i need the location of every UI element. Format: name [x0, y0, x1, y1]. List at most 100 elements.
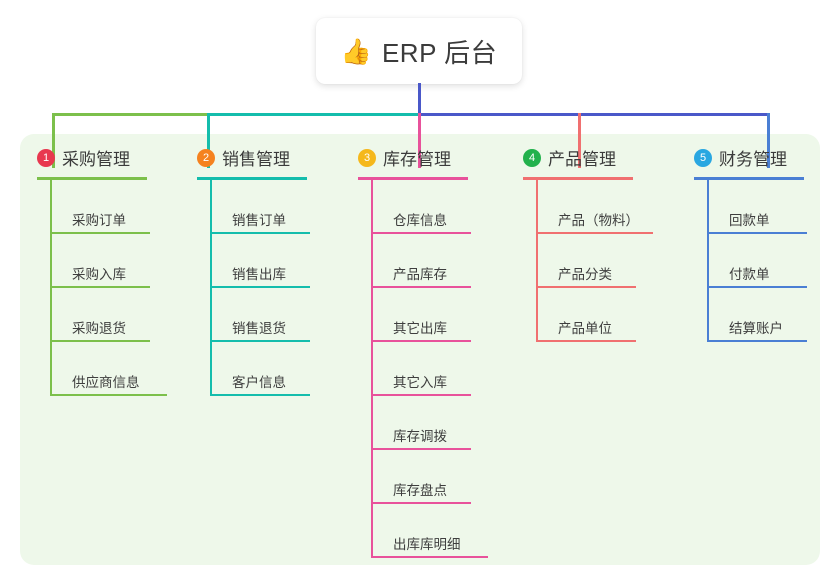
- list-item-underline: [371, 340, 471, 342]
- branch-drop-connector-2: [207, 113, 210, 168]
- list-item[interactable]: 产品（物料）: [536, 180, 675, 234]
- list-item[interactable]: 其它入库: [371, 342, 510, 396]
- branch-sales[interactable]: 2 销售管理 销售订单 销售出库 销售退货 客户信息: [197, 145, 349, 396]
- list-item-label: 销售订单: [232, 213, 286, 228]
- branch-number-badge: 5: [694, 148, 712, 167]
- branch-header[interactable]: 2 销售管理: [197, 145, 349, 177]
- branch-number-badge: 4: [523, 148, 541, 167]
- list-item[interactable]: 回款单: [707, 180, 834, 234]
- list-item-underline: [210, 340, 310, 342]
- branch-title: 销售管理: [222, 150, 290, 169]
- list-item-underline: [536, 340, 636, 342]
- list-item-label: 产品库存: [393, 267, 447, 282]
- list-item-underline: [371, 502, 471, 504]
- list-item[interactable]: 销售订单: [210, 180, 349, 234]
- list-item-label: 出库库明细: [393, 537, 461, 552]
- list-item[interactable]: 其它出库: [371, 288, 510, 342]
- list-item-label: 库存调拨: [393, 429, 447, 444]
- root-node[interactable]: 👍 ERP 后台: [316, 18, 522, 84]
- list-item[interactable]: 产品单位: [536, 288, 675, 342]
- branch-product[interactable]: 4 产品管理 产品（物料） 产品分类 产品单位: [523, 145, 675, 342]
- branch-purchasing[interactable]: 1 采购管理 采购订单 采购入库 采购退货 供应商信息: [37, 145, 189, 396]
- branch-spine: [210, 180, 212, 396]
- list-item-label: 库存盘点: [393, 483, 447, 498]
- list-item-underline: [50, 394, 167, 396]
- branch-title: 财务管理: [719, 150, 787, 169]
- branch-spine: [707, 180, 709, 342]
- branch-drop-connector-4: [578, 113, 581, 168]
- list-item[interactable]: 库存盘点: [371, 450, 510, 504]
- bus-connector-teal: [207, 113, 418, 116]
- list-item[interactable]: 供应商信息: [50, 342, 189, 396]
- list-item[interactable]: 客户信息: [210, 342, 349, 396]
- root-stem-connector: [418, 83, 421, 116]
- list-item-label: 产品分类: [558, 267, 612, 282]
- branch-underline: [358, 177, 468, 180]
- branch-underline: [523, 177, 633, 180]
- branch-header[interactable]: 5 财务管理: [694, 145, 834, 177]
- branch-drop-connector-1: [52, 113, 55, 168]
- branch-items: 仓库信息 产品库存 其它出库 其它入库 库存调拨 库存盘点: [371, 180, 510, 558]
- list-item[interactable]: 仓库信息: [371, 180, 510, 234]
- branch-title: 产品管理: [548, 150, 616, 169]
- branch-spine: [50, 180, 52, 396]
- list-item-underline: [50, 232, 150, 234]
- list-item-underline: [707, 340, 807, 342]
- list-item[interactable]: 采购订单: [50, 180, 189, 234]
- list-item-underline: [371, 232, 471, 234]
- branch-underline: [694, 177, 804, 180]
- list-item-label: 销售退货: [232, 321, 286, 336]
- branch-number-badge: 2: [197, 148, 215, 167]
- branch-items: 回款单 付款单 结算账户: [707, 180, 834, 342]
- list-item-label: 采购入库: [72, 267, 126, 282]
- branch-inventory[interactable]: 3 库存管理 仓库信息 产品库存 其它出库 其它入库 库存调拨: [358, 145, 510, 558]
- branch-number-badge: 3: [358, 148, 376, 167]
- branch-items: 采购订单 采购入库 采购退货 供应商信息: [50, 180, 189, 396]
- list-item[interactable]: 采购入库: [50, 234, 189, 288]
- list-item-underline: [371, 556, 488, 558]
- list-item-underline: [371, 394, 471, 396]
- branch-title: 采购管理: [62, 150, 130, 169]
- branch-header[interactable]: 4 产品管理: [523, 145, 675, 177]
- list-item-underline: [707, 286, 807, 288]
- list-item[interactable]: 库存调拨: [371, 396, 510, 450]
- list-item-label: 其它入库: [393, 375, 447, 390]
- root-node-title: ERP 后台: [381, 37, 498, 68]
- list-item-label: 销售出库: [232, 267, 286, 282]
- branch-drop-connector-3: [418, 113, 421, 168]
- list-item-label: 结算账户: [729, 321, 783, 336]
- list-item-underline: [371, 448, 471, 450]
- list-item-underline: [50, 286, 150, 288]
- list-item-label: 产品（物料）: [558, 213, 639, 228]
- list-item-underline: [536, 286, 636, 288]
- bus-connector-green: [52, 113, 207, 116]
- list-item-label: 客户信息: [232, 375, 286, 390]
- list-item[interactable]: 销售退货: [210, 288, 349, 342]
- list-item[interactable]: 产品库存: [371, 234, 510, 288]
- list-item-underline: [371, 286, 471, 288]
- list-item-label: 采购退货: [72, 321, 126, 336]
- list-item[interactable]: 付款单: [707, 234, 834, 288]
- thumbs-up-icon: 👍: [340, 36, 372, 66]
- list-item[interactable]: 销售出库: [210, 234, 349, 288]
- list-item-label: 供应商信息: [72, 375, 140, 390]
- branch-underline: [37, 177, 147, 180]
- list-item[interactable]: 采购退货: [50, 288, 189, 342]
- list-item-underline: [707, 232, 807, 234]
- list-item[interactable]: 结算账户: [707, 288, 834, 342]
- list-item-label: 回款单: [729, 213, 770, 228]
- list-item-underline: [210, 286, 310, 288]
- branch-drop-connector-5: [767, 113, 770, 168]
- list-item-underline: [210, 394, 310, 396]
- branch-header[interactable]: 1 采购管理: [37, 145, 189, 177]
- branch-spine: [371, 180, 373, 558]
- list-item-underline: [50, 340, 150, 342]
- list-item-underline: [536, 232, 653, 234]
- bus-connector-blue: [418, 113, 770, 116]
- branch-header[interactable]: 3 库存管理: [358, 145, 510, 177]
- branch-title: 库存管理: [383, 150, 451, 169]
- list-item[interactable]: 产品分类: [536, 234, 675, 288]
- branch-finance[interactable]: 5 财务管理 回款单 付款单 结算账户: [694, 145, 834, 342]
- list-item[interactable]: 出库库明细: [371, 504, 510, 558]
